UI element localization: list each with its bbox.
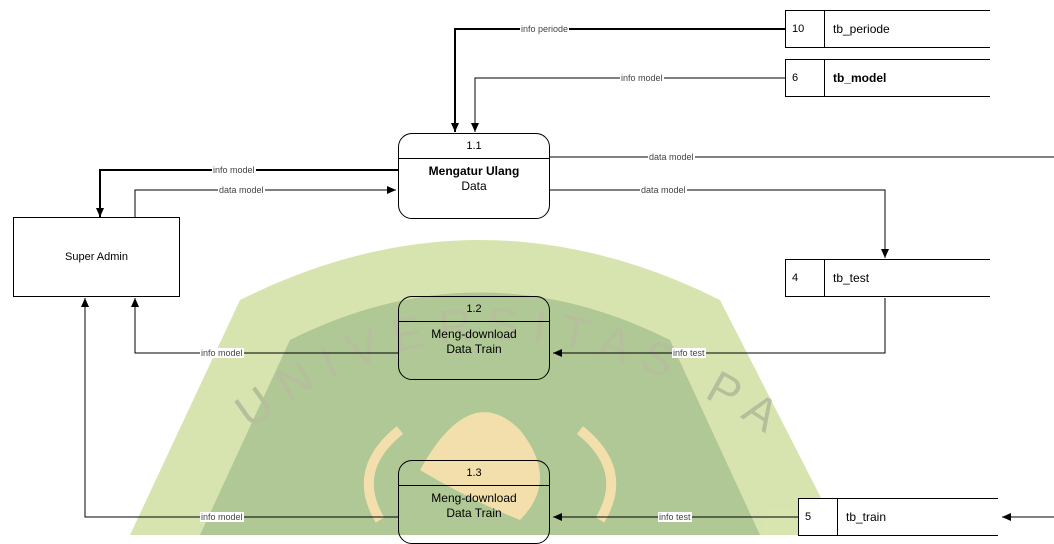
process-title-line2: Data [461, 179, 486, 193]
process-number: 1.1 [399, 134, 549, 159]
process-title: Meng-download Data Train [399, 327, 549, 357]
data-store-id: 5 [798, 499, 838, 535]
flow-info-test-p12[interactable] [553, 298, 885, 353]
process-number: 1.3 [399, 461, 549, 486]
label-data-model-out: data model [648, 152, 695, 162]
process-1-1[interactable]: 1.1 Mengatur Ulang Data [398, 133, 550, 219]
data-store-tb-train[interactable]: 5 tb_train [798, 498, 998, 536]
data-store-name: tb_periode [833, 11, 890, 47]
label-info-model-p13: info model [200, 512, 244, 522]
process-title-line2: Data Train [446, 342, 501, 356]
data-store-tb-test[interactable]: 4 tb_test [785, 259, 990, 297]
label-info-test-p13: info test [658, 512, 692, 522]
data-store-name: tb_model [833, 60, 886, 96]
label-data-model-admin: data model [218, 185, 265, 195]
flow-data-model-tbtest[interactable] [550, 190, 885, 258]
process-title-line1: Meng-download [431, 491, 516, 505]
external-entity-super-admin[interactable]: Super Admin [13, 217, 180, 297]
flow-info-model-p13[interactable] [85, 298, 398, 517]
flow-info-model-tbmodel[interactable] [475, 78, 785, 132]
data-store-tb-periode[interactable]: 10 tb_periode [785, 10, 990, 48]
data-store-name: tb_train [846, 499, 886, 535]
external-entity-label: Super Admin [65, 251, 128, 263]
process-title: Mengatur Ulang Data [399, 164, 549, 194]
process-title-line1: Mengatur Ulang [429, 164, 520, 178]
label-info-model-tbmodel: info model [620, 73, 664, 83]
process-1-3[interactable]: 1.3 Meng-download Data Train [398, 460, 550, 544]
data-store-id: 6 [785, 60, 825, 96]
label-info-model-p12: info model [200, 348, 244, 358]
flow-data-model-admin[interactable] [135, 190, 396, 217]
data-store-id: 4 [785, 260, 825, 296]
data-store-tb-model[interactable]: 6 tb_model [785, 59, 990, 97]
process-1-2[interactable]: 1.2 Meng-download Data Train [398, 296, 550, 380]
process-title-line2: Data Train [446, 506, 501, 520]
label-info-model-admin: info model [212, 165, 256, 175]
data-store-id: 10 [785, 11, 825, 47]
flow-info-model-p12[interactable] [135, 298, 398, 353]
process-title: Meng-download Data Train [399, 491, 549, 521]
process-number: 1.2 [399, 297, 549, 322]
process-title-line1: Meng-download [431, 327, 516, 341]
label-info-test-p12: info test [672, 348, 706, 358]
data-store-name: tb_test [833, 260, 869, 296]
label-info-periode: info periode [520, 24, 569, 34]
label-data-model-tbtest: data model [640, 185, 687, 195]
